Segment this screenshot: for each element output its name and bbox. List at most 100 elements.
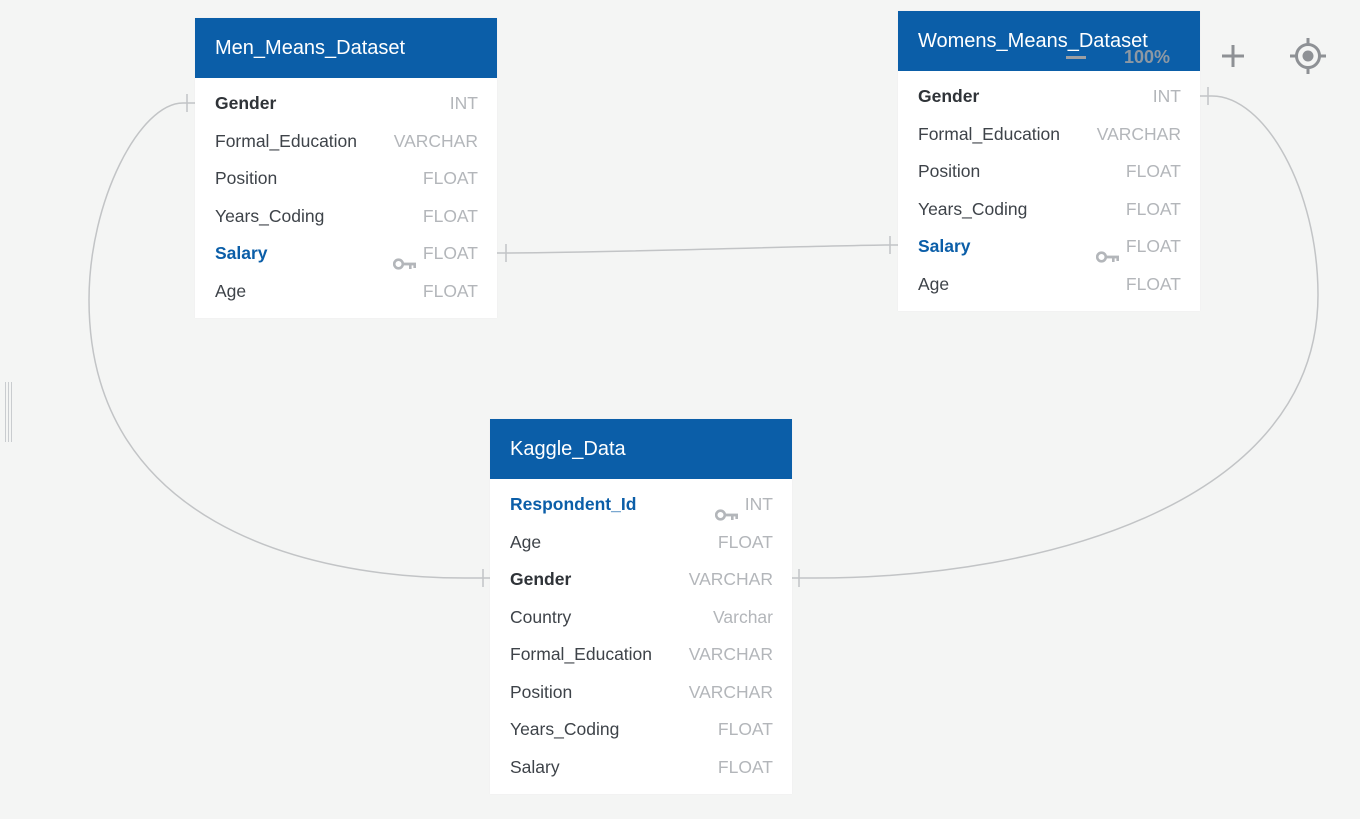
field-type-cell: VARCHAR bbox=[689, 561, 773, 599]
field-name: Formal_Education bbox=[918, 123, 1061, 144]
field-type-cell: INT bbox=[714, 486, 773, 524]
crosshair-icon bbox=[1290, 38, 1326, 74]
sidebar-resize-handle[interactable] bbox=[5, 382, 12, 442]
field-row-gender[interactable]: Gender INT bbox=[898, 78, 1200, 116]
table-title[interactable]: Womens_Means_Dataset bbox=[898, 11, 1200, 71]
field-list: Gender INT Formal_Education VARCHAR Position… bbox=[195, 85, 497, 310]
field-name: Formal_Education bbox=[215, 130, 358, 151]
field-name: Respondent_Id bbox=[510, 494, 637, 514]
zoom-level: 100% bbox=[1124, 47, 1171, 67]
field-type: VARCHAR bbox=[688, 681, 773, 702]
field-type: FLOAT bbox=[1125, 273, 1181, 294]
field-type: FLOAT bbox=[1125, 198, 1181, 219]
field-name: Position bbox=[215, 168, 278, 188]
field-row-years-coding[interactable]: Years_Coding FLOAT bbox=[195, 198, 497, 236]
field-type: FLOAT bbox=[717, 531, 773, 552]
field-row-salary[interactable]: Salary FLOAT bbox=[195, 235, 497, 273]
field-type-cell: VARCHAR bbox=[689, 636, 773, 674]
table-womens-means-dataset[interactable]: Womens_Means_Dataset Gender INT Formal_Edu… bbox=[898, 11, 1200, 311]
table-title[interactable]: Kaggle_Data bbox=[490, 419, 792, 479]
field-type: INT bbox=[449, 93, 478, 113]
field-row-position[interactable]: Position FLOAT bbox=[898, 153, 1200, 191]
field-name: Salary bbox=[510, 756, 560, 777]
field-row-position[interactable]: Position FLOAT bbox=[195, 160, 497, 198]
field-type-cell: VARCHAR bbox=[1097, 116, 1181, 154]
field-row-gender[interactable]: Gender VARCHAR bbox=[490, 561, 792, 599]
field-name: Gender bbox=[215, 93, 277, 113]
table-title[interactable]: Men_Means_Dataset bbox=[195, 18, 497, 78]
zoom-in-button[interactable] bbox=[1218, 41, 1248, 71]
field-name: Salary bbox=[918, 236, 971, 256]
field-type-cell: FLOAT bbox=[423, 198, 478, 236]
field-row-salary[interactable]: Salary FLOAT bbox=[898, 228, 1200, 266]
plus-icon bbox=[1222, 45, 1244, 67]
field-type: INT bbox=[1152, 86, 1181, 106]
field-row-years-coding[interactable]: Years_Coding FLOAT bbox=[898, 191, 1200, 229]
field-type-cell: INT bbox=[450, 85, 478, 123]
field-type: FLOAT bbox=[717, 719, 773, 739]
field-type-cell: FLOAT bbox=[1126, 153, 1181, 191]
field-type: FLOAT bbox=[1125, 236, 1181, 256]
key-icon bbox=[714, 497, 739, 521]
link-men-gender-kaggle-gender[interactable] bbox=[88, 94, 490, 587]
field-type-cell: FLOAT bbox=[718, 524, 773, 562]
field-row-formal-education[interactable]: Formal_Education VARCHAR bbox=[195, 123, 497, 161]
field-name: Country bbox=[510, 606, 572, 627]
field-type: VARCHAR bbox=[688, 569, 773, 589]
field-name: Age bbox=[918, 273, 950, 294]
field-row-formal-education[interactable]: Formal_Education VARCHAR bbox=[898, 116, 1200, 154]
field-type: VARCHAR bbox=[1096, 123, 1181, 144]
field-name: Gender bbox=[918, 86, 980, 106]
field-type: FLOAT bbox=[422, 243, 478, 263]
minus-icon bbox=[1066, 56, 1086, 59]
field-type: INT bbox=[744, 494, 773, 514]
field-type-cell: FLOAT bbox=[1126, 191, 1181, 229]
link-men-salary-women-salary[interactable] bbox=[497, 236, 898, 262]
field-row-age[interactable]: Age FLOAT bbox=[195, 273, 497, 311]
field-type-cell: INT bbox=[1153, 78, 1181, 116]
field-name: Salary bbox=[215, 243, 268, 263]
field-list: Gender INT Formal_Education VARCHAR Position… bbox=[898, 78, 1200, 303]
field-type: Varchar bbox=[713, 606, 773, 627]
field-type-cell: FLOAT bbox=[718, 711, 773, 749]
field-type: FLOAT bbox=[422, 205, 478, 226]
field-name: Years_Coding bbox=[215, 205, 325, 226]
field-name: Age bbox=[215, 280, 247, 301]
field-type: VARCHAR bbox=[393, 130, 478, 151]
field-name: Position bbox=[510, 681, 573, 702]
center-view-button[interactable] bbox=[1289, 37, 1327, 75]
field-row-age[interactable]: Age FLOAT bbox=[898, 266, 1200, 304]
field-row-years-coding[interactable]: Years_Coding FLOAT bbox=[490, 711, 792, 749]
field-type-cell: Varchar bbox=[713, 599, 773, 637]
field-name: Gender bbox=[510, 569, 572, 589]
field-row-respondent-id[interactable]: Respondent_Id INT bbox=[490, 486, 792, 524]
key-icon bbox=[1095, 239, 1120, 263]
field-type-cell: FLOAT bbox=[392, 235, 478, 273]
field-type: FLOAT bbox=[422, 168, 478, 188]
field-name: Years_Coding bbox=[918, 198, 1028, 219]
link-women-gender-kaggle-gender[interactable] bbox=[792, 87, 1319, 587]
field-row-position[interactable]: Position VARCHAR bbox=[490, 674, 792, 712]
field-row-salary[interactable]: Salary FLOAT bbox=[490, 749, 792, 787]
field-type-cell: FLOAT bbox=[1095, 228, 1181, 266]
field-name: Position bbox=[918, 161, 981, 181]
field-row-country[interactable]: Country Varchar bbox=[490, 599, 792, 637]
field-type-cell: FLOAT bbox=[423, 160, 478, 198]
field-type-cell: FLOAT bbox=[423, 273, 478, 311]
field-type: FLOAT bbox=[422, 280, 478, 301]
key-icon bbox=[392, 246, 417, 270]
zoom-out-button[interactable] bbox=[1064, 50, 1088, 64]
field-row-gender[interactable]: Gender INT bbox=[195, 85, 497, 123]
field-type-cell: VARCHAR bbox=[689, 674, 773, 712]
field-type: FLOAT bbox=[717, 756, 773, 777]
field-name: Years_Coding bbox=[510, 719, 620, 739]
field-type: VARCHAR bbox=[688, 644, 773, 664]
field-type-cell: FLOAT bbox=[1126, 266, 1181, 304]
table-men-means-dataset[interactable]: Men_Means_Dataset Gender INT Formal_Educat… bbox=[195, 18, 497, 318]
